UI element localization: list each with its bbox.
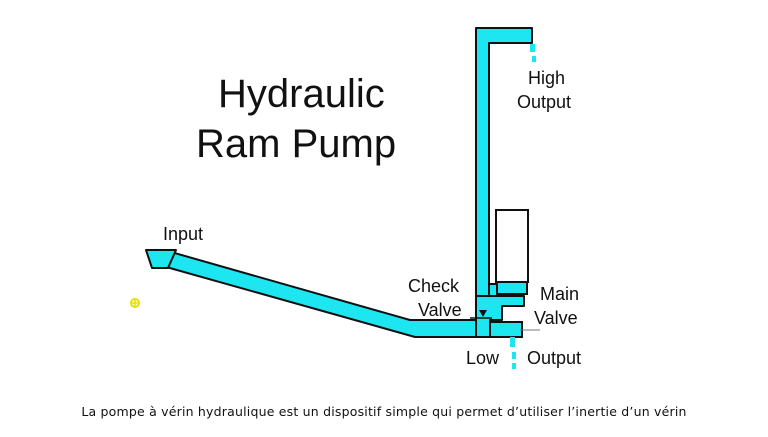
- label-low: Low: [466, 348, 500, 368]
- label-main-valve: Valve: [534, 308, 578, 328]
- label-input: Input: [163, 224, 204, 244]
- diagram-title-line2: Ram Pump: [196, 122, 397, 166]
- caption-text: La pompe à vérin hydraulique est un disp…: [81, 404, 687, 419]
- check-valve: [470, 310, 492, 319]
- label-high: High: [528, 68, 566, 88]
- diagram-title-line1: Hydraulic: [218, 72, 385, 116]
- label-high-output: Output: [517, 92, 572, 112]
- label-low-output: Output: [527, 348, 582, 368]
- high-output-drip: [530, 44, 536, 62]
- marker-icon: [130, 298, 140, 308]
- label-check-valve: Valve: [418, 300, 462, 320]
- air-chamber: [495, 209, 529, 295]
- low-output-drip: [510, 329, 540, 369]
- label-check: Check: [408, 276, 460, 296]
- label-main: Main: [540, 284, 580, 304]
